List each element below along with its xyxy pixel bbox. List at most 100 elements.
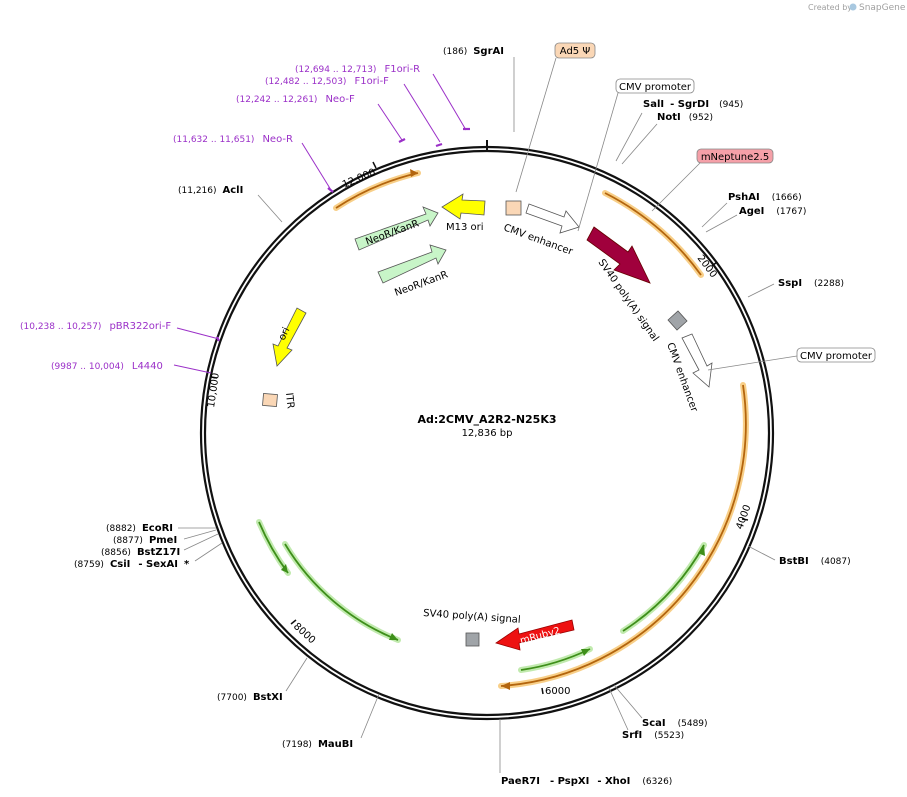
pbr322ori-f-leader [176,327,220,340]
site-leaders [178,57,776,773]
primer-neo-f: (12,242 .. 12,261) Neo-F [236,94,355,105]
primer-neo-f-name: Neo-F [325,94,355,105]
maubi-leader [360,693,380,739]
acli-leader [257,194,283,223]
primer-neo-r-range: (11,632 .. 11,651) [173,135,254,145]
tick-mark-12000 [372,161,377,169]
tick-mark-8000 [290,619,297,625]
primer-f1ori-r-range: (12,694 .. 12,713) [295,65,376,75]
pmei-leader [183,529,217,540]
primer-neo-r: (11,632 .. 11,651)Neo-R [173,134,293,145]
site-sspi-pos: (2288) [814,279,844,289]
m13-ori-arrow [441,193,486,220]
neo-f-mark [398,138,406,143]
green-arc-d-head [389,633,398,640]
primer-f1ori-r: (12,694 .. 12,713) F1ori-R [295,64,420,75]
site-sexai-name: SexAI [146,559,178,570]
primer-f1ori-f-name: F1ori-F [354,76,389,87]
site-sali-pos: (945) [719,100,743,110]
green-arc-c-head [281,564,288,573]
site-pshai-name: PshAI [728,192,760,203]
tick-mark-6000 [541,687,544,695]
site-bstxi-name: BstXI [253,692,283,703]
site-agei-pos: (1767) [776,207,806,217]
site-pmei: (8877)PmeI [113,535,177,546]
sspi-leader [747,283,775,298]
site-sali-name: SalI [643,99,664,110]
site-pspxi-name: PspXI [558,776,590,787]
site-sgrai: (186)SgrAI [443,46,504,57]
primer-pbr322ori-f-range: (10,238 .. 10,257) [20,322,101,332]
f1ori-r-leader [432,73,467,131]
neor-kanr-feature-1: NeoR/KanR [354,206,439,251]
site-scai-name: ScaI [642,718,666,729]
cmv-promoter-callout-right: CMV promoter [707,347,876,371]
neor-kanr-feature-2: NeoR/KanR [377,244,450,299]
site-maubi-pos: (7198) [282,740,312,750]
orange-arc-mneptune [604,192,702,276]
plasmid-name: Ad:2CMV_A2R2-N25K3 [417,413,556,426]
bstxi-leader [285,657,308,692]
site-sgrdi-name: SgrDI [678,99,709,110]
mneptune-feature [586,226,651,284]
mneptune-label: mNeptune2.5 [701,152,769,163]
primer-l4440: (9987 .. 10,004)L4440 [51,361,163,372]
site-srfi-name: SrfI [622,730,642,741]
ad5-psi-box [554,42,596,59]
ad5-psi-marker [505,200,522,216]
primer-pbr322ori-f-name: pBR322ori-F [109,321,171,332]
site-noti-name: NotI [657,112,681,123]
site-acli-pos: (11,216) [178,186,217,196]
neor-kanr-arrow-2 [377,244,447,284]
tick-mark-4000 [741,518,749,521]
itr-marker [262,392,278,408]
bstz17i-leader [183,533,219,551]
site-labels: (186)SgrAI SalI- SgrDI(945) NotI(952) Ps… [74,46,851,787]
created-by-text: Created by [808,3,852,12]
site-csii-name: CsiI [110,559,130,570]
sv40-polya-marker-2 [465,632,480,647]
site-acli: (11,216)AclI [178,185,243,196]
primer-labels: (12,694 .. 12,713)F1ori-R (12,482 .. 12,… [20,64,420,372]
site-bstz17i-pos: (8856) [101,548,131,558]
plasmid-title-block: Ad:2CMV_A2R2-N25K3 12,836 bp [417,413,556,439]
mruby2-arrow [495,619,575,651]
neo-r-mark [327,187,334,193]
site-bstxi-pos: (7700) [217,693,247,703]
orange-arc-cmv-head [501,682,510,690]
site-scai-pos: (5489) [678,719,708,729]
mneptune-arrow [586,226,651,284]
site-bstxi: (7700) BstXI [217,692,283,703]
site-srfi-pos: (5523) [654,731,684,741]
site-paer7i-pos: (6326) [642,777,672,787]
cmv-enhancer-feature-1: CMV enhancer [502,200,580,258]
site-ecori-pos: (8882) [106,524,136,534]
snapgene-logo-icon [849,3,857,11]
site-sexai-star: * [184,559,190,570]
site-pshai-pos: (1666) [772,193,802,203]
cmv-promoter-box-top [615,78,695,94]
site-sspi: SspI(2288) [778,278,844,289]
primer-neo-f-range: (12,242 .. 12,261) [236,95,317,105]
primer-f1ori-r-name: F1ori-R [384,64,420,75]
cmv-enhancer-feature-2: CMV enhancer [664,333,713,414]
ori-label: ori [277,326,293,343]
mneptune-callout: mNeptune2.5 [651,148,774,212]
primer-leaders [173,73,467,374]
orange-arc-cmv [500,384,747,687]
m13-ori-feature: M13 ori [441,193,486,233]
site-ecori-name: EcoRI [142,523,173,534]
site-agei: AgeI(1767) [739,206,806,217]
mneptune-leader [651,162,701,212]
primer-pbr322ori-f: (10,238 .. 10,257) pBR322ori-F [20,321,171,332]
tick-mark-2000 [711,261,718,267]
green-arc-b-head [581,649,590,656]
site-pshai: PshAI (1666) [728,192,802,203]
cmv-promoter-leader-right [707,355,798,371]
site-ecori: (8882) EcoRI [106,523,173,534]
cmv-promoter-label-top: CMV promoter [619,82,692,93]
cmv-enhancer-arrow-2 [681,333,713,388]
srfi-leader [608,687,629,731]
site-bstbi-pos: (4087) [821,557,851,567]
site-bstbi: BstBI(4087) [779,556,851,567]
